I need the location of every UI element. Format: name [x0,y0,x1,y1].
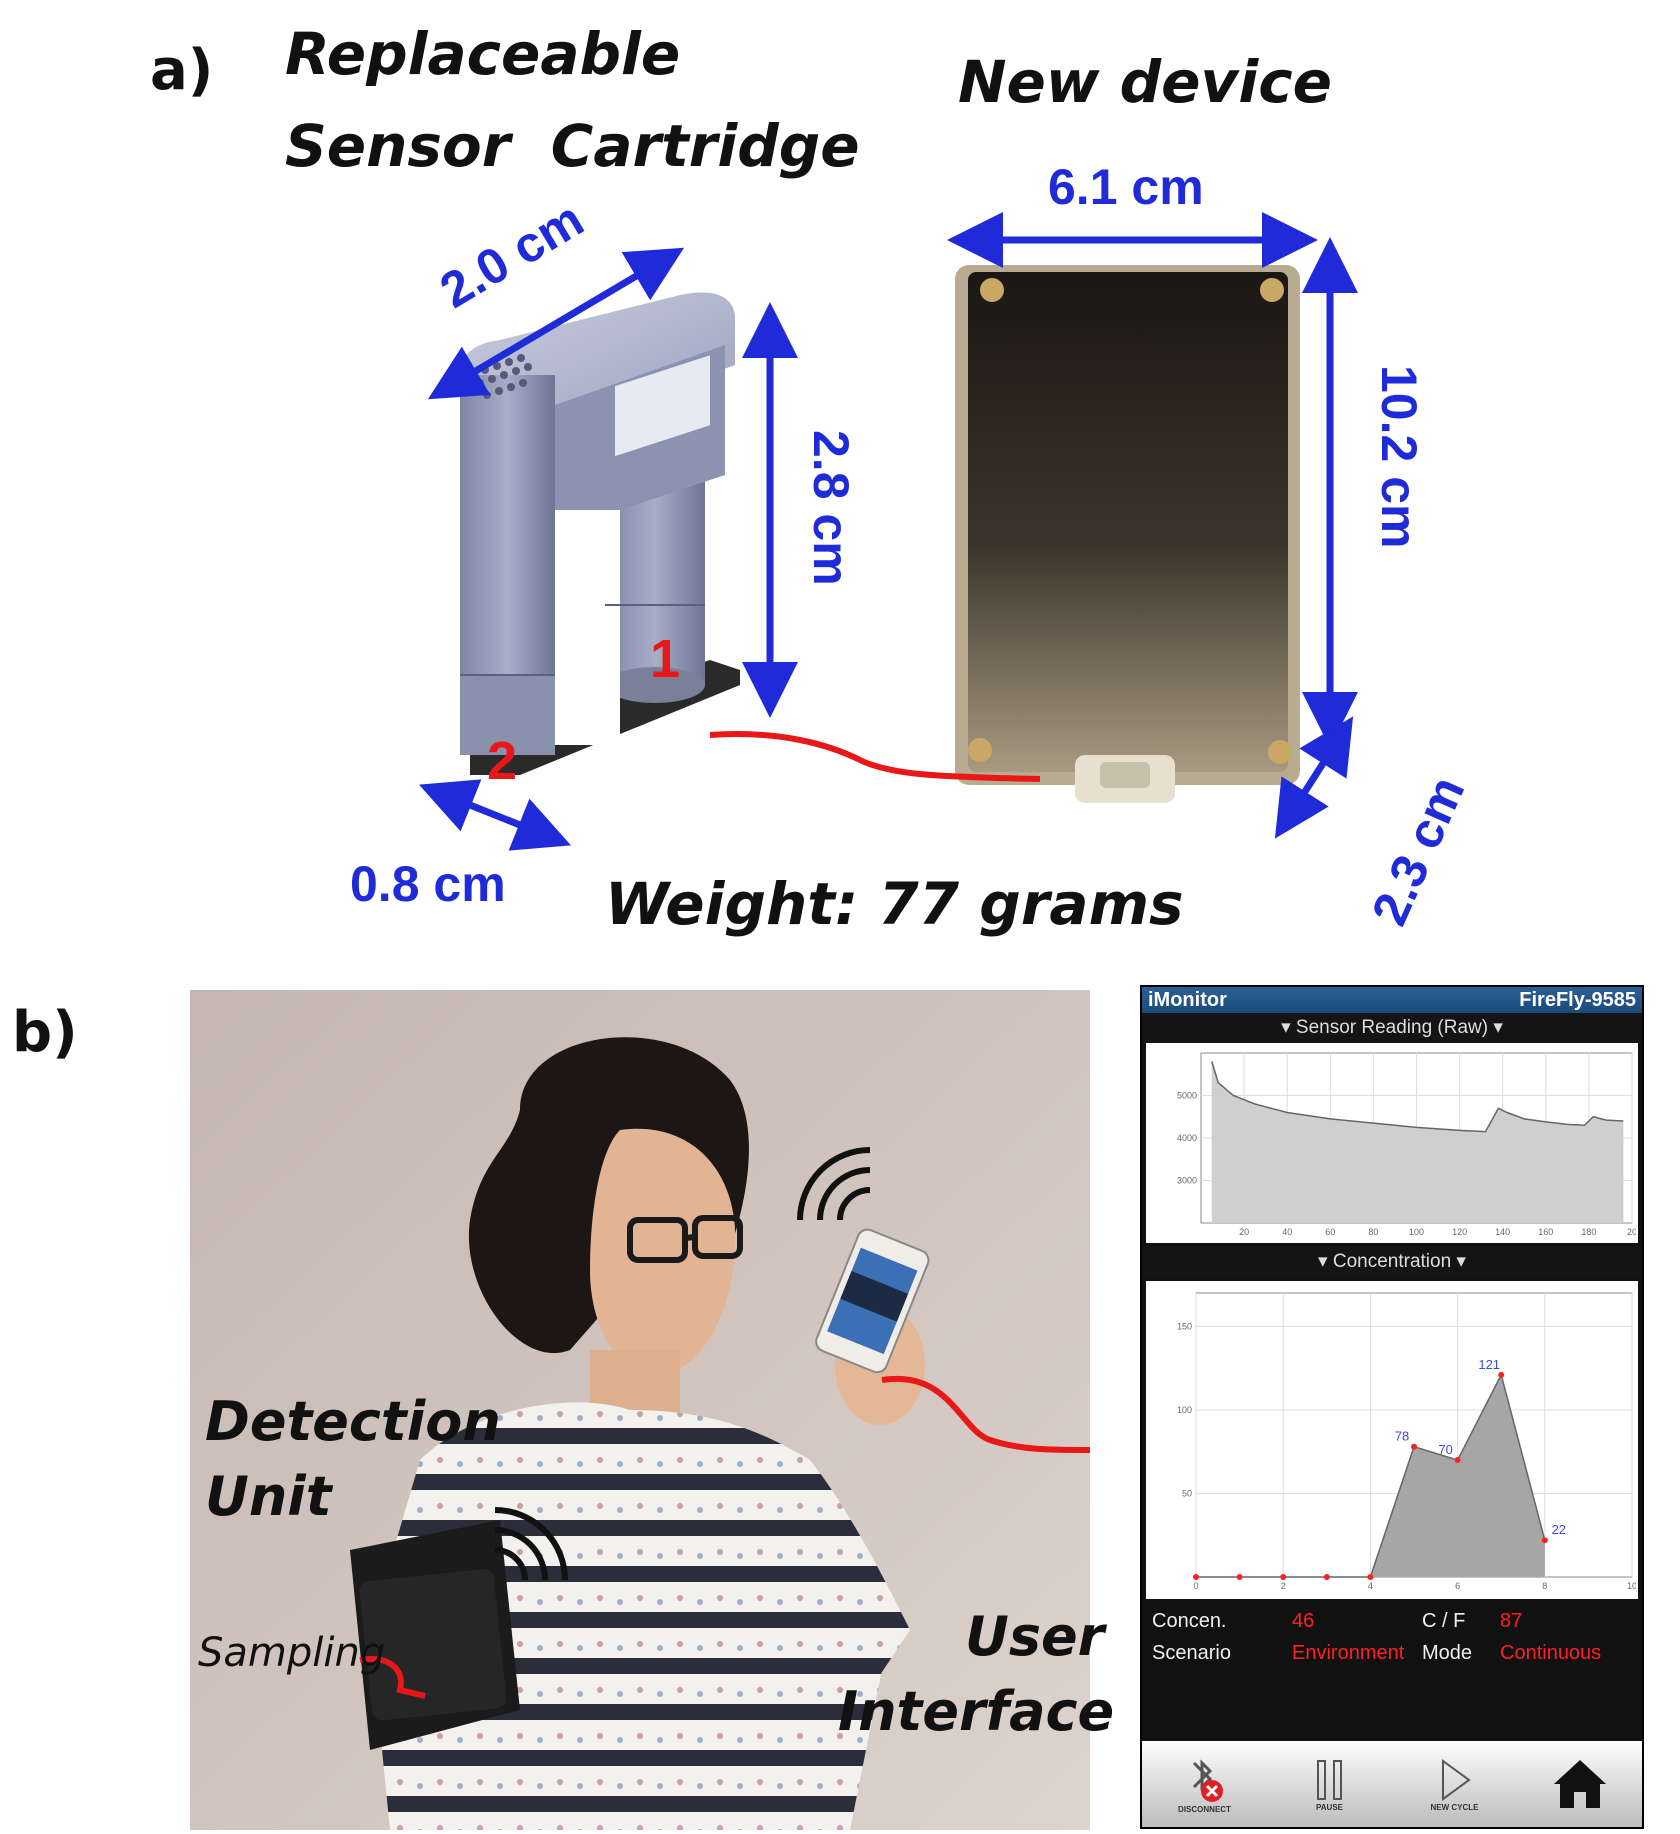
sensor-cartridge-illustration [460,292,740,775]
x-tick-label: 40 [1282,1227,1292,1237]
pause-button[interactable]: PAUSE [1280,1744,1380,1824]
data-point [1454,1457,1461,1464]
home-icon [1553,1760,1606,1808]
section-concentration[interactable]: ▾ Concentration ▾ [1142,1247,1642,1277]
concen-label: Concen. [1152,1610,1227,1632]
x-tick-label: 20 [1239,1227,1249,1237]
data-label: 70 [1438,1442,1452,1457]
x-tick-label: 4 [1368,1581,1373,1591]
user-photo [190,990,1090,1830]
concentration-plot: 50 100 150 0 2 4 6 8 10 78 70 121 22 [1146,1281,1638,1599]
x-tick-label: 140 [1495,1227,1510,1237]
panel-a-letter: a) [150,38,214,103]
label-sampling: Sampling [198,1630,386,1676]
series-area [1211,1061,1624,1223]
new-cycle-label: NEW CYCLE [1430,1802,1479,1812]
mode-value: Continuous [1500,1642,1602,1664]
cf-value: 87 [1500,1610,1523,1632]
data-point [1193,1574,1199,1580]
data-point [1411,1443,1417,1450]
device-illustration [955,265,1300,803]
x-tick-label: 80 [1368,1227,1378,1237]
data-label: 22 [1552,1522,1566,1537]
x-tick-label: 0 [1193,1581,1198,1591]
x-tick-label: 60 [1325,1227,1335,1237]
label-detection: Detection [205,1390,501,1453]
pause-label: PAUSE [1316,1802,1343,1812]
y-tick-label: 150 [1177,1321,1192,1331]
play-icon [1441,1758,1471,1801]
scenario-value: Environment [1292,1642,1405,1664]
data-point [1236,1574,1243,1580]
x-tick-label: 6 [1455,1581,1460,1591]
y-tick-label: 3000 [1177,1176,1197,1186]
pause-icon [1316,1759,1342,1800]
x-tick-label: 160 [1538,1227,1553,1237]
app-toolbar: DISCONNECT PAUSE NEW CYCLE [1142,1741,1642,1827]
y-tick-label: 100 [1177,1405,1192,1415]
data-point [1498,1371,1505,1378]
sensor-marker-1: 1 [650,629,681,689]
x-tick-label: 20 [1627,1227,1636,1237]
app-screen: iMonitor FireFly-9585 ▾ Sensor Reading (… [1140,985,1644,1829]
data-label: 78 [1395,1429,1409,1444]
data-label: 121 [1478,1357,1500,1372]
mode-label: Mode [1422,1642,1473,1664]
disconnect-label: DISCONNECT [1178,1804,1231,1814]
connection-wire [709,731,1041,782]
dimension-arrows [419,212,1358,851]
disconnect-button[interactable]: DISCONNECT [1155,1744,1255,1824]
x-tick-label: 10 [1627,1581,1636,1591]
x-tick-label: 8 [1542,1581,1547,1591]
status-panel: Concen. 46 C / F 87 Scenario Environment… [1142,1599,1642,1675]
label-user: User [965,1605,1105,1668]
x-tick-label: 120 [1452,1227,1467,1237]
panel-b-letter: b) [12,1000,78,1065]
y-tick-label: 4000 [1177,1133,1197,1143]
app-titlebar: iMonitor FireFly-9585 [1142,987,1642,1013]
concen-value: 46 [1292,1610,1315,1632]
x-tick-label: 100 [1409,1227,1424,1237]
section-sensor-reading[interactable]: ▾ Sensor Reading (Raw) ▾ [1142,1013,1642,1043]
dim-cartridge-height: 2.8 cm [803,430,859,586]
x-tick-label: 2 [1281,1581,1286,1591]
data-point [1367,1574,1374,1580]
new-cycle-button[interactable]: NEW CYCLE [1405,1744,1505,1824]
app-title: iMonitor [1148,988,1227,1011]
data-point [1280,1574,1287,1580]
label-interface: Interface [838,1680,1115,1743]
data-point [1541,1537,1548,1544]
y-tick-label: 5000 [1177,1091,1197,1101]
scenario-label: Scenario [1152,1642,1231,1664]
weight-label: Weight: 77 grams [605,870,1184,938]
series-area [1196,1374,1545,1577]
dim-device-length: 10.2 cm [1371,365,1427,549]
dim-cartridge-depth: 0.8 cm [350,856,506,912]
label-unit: Unit [205,1465,332,1528]
dim-device-width: 6.1 cm [1048,159,1204,215]
raw-sensor-chart: 3000 4000 5000 20 40 60 80 100 120 140 160 180 20 [1177,1052,1637,1237]
home-button[interactable] [1530,1744,1630,1824]
raw-sensor-plot: 3000 4000 5000 20 40 60 80 100 120 140 160 180 20 [1146,1043,1638,1243]
series-line [1211,1061,1624,1133]
y-tick-label: 50 [1182,1488,1192,1498]
concentration-chart: 50 100 150 0 2 4 6 8 10 78 70 121 22 [1177,1292,1637,1591]
disconnect-icon [1192,1758,1223,1802]
data-point [1323,1574,1330,1580]
device-id: FireFly-9585 [1519,988,1636,1011]
cartridge-title-line1: Replaceable [285,20,681,88]
device-title: New device [958,48,1332,116]
cartridge-title-line2: Sensor Cartridge [285,112,860,180]
cf-label: C / F [1422,1610,1466,1632]
x-tick-label: 180 [1581,1227,1596,1237]
